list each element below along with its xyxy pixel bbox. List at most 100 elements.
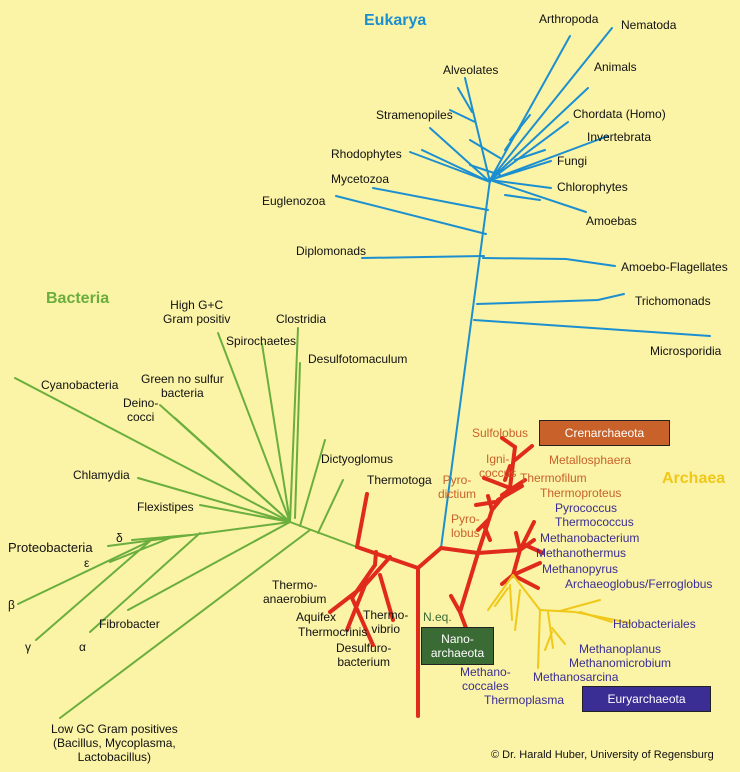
branch-chlorophytes	[489, 179, 552, 189]
label-spirochaetes: Spirochaetes	[226, 334, 297, 348]
branch-diplomonads	[361, 255, 485, 259]
eukarya-trunk	[440, 179, 491, 549]
branch-animals	[489, 87, 589, 181]
label-thermoplasma: Thermoplasma	[484, 693, 565, 707]
label-euglenozoa: Euglenozoa	[262, 194, 326, 208]
branch-chlamydia	[137, 477, 291, 523]
branch-trichomonads	[476, 293, 625, 305]
yellow-thermoplasma	[514, 589, 521, 631]
branch-alveolates	[449, 77, 491, 183]
branch-stramenopiles	[421, 127, 491, 183]
label-thermovibrio: Thermo- vibrio	[363, 608, 409, 636]
label-invertebrata: Invertebrata	[587, 130, 652, 144]
label-pyrococcus: Pyrococcus Thermococcus	[555, 501, 634, 529]
red-sulfolobus	[500, 436, 534, 462]
branch-eukarya-twigs	[469, 114, 546, 201]
branch-dictyoglomus	[299, 439, 326, 527]
branch-low-gc	[59, 529, 311, 719]
yellow-trunk	[512, 574, 631, 624]
label-chlorophytes: Chlorophytes	[557, 180, 628, 194]
label-methanothermus: Methanothermus	[536, 546, 627, 560]
branch-thermotoga	[317, 479, 344, 534]
label-desulfotomaculum: Desulfotomaculum	[308, 352, 408, 366]
red-thermofilum	[496, 478, 527, 502]
branch-arthropoda	[489, 35, 571, 181]
branch-amoebo-flagellates	[482, 257, 616, 267]
label-desulfurobacterium: Desulfuro- bacterium	[336, 641, 392, 669]
branch-deinococci	[174, 417, 291, 523]
label-mycetozoa: Mycetozoa	[331, 172, 390, 186]
label-thermoproteus: Thermoproteus	[540, 486, 622, 500]
yellow-methanoplanus	[544, 611, 566, 651]
label-animals: Animals	[594, 60, 637, 74]
branch-amoebas	[489, 179, 587, 213]
branch-fungi	[489, 160, 552, 181]
red-pyrodictium	[474, 494, 497, 512]
label-chlamydia: Chlamydia	[73, 468, 130, 482]
label-metallosphaera: Metallosphaera	[549, 453, 632, 467]
branch-spirochaetes	[261, 343, 291, 523]
branch-nematoda	[489, 27, 613, 181]
label-methanoplanus: Methanoplanus Methanomicrobium	[569, 642, 672, 670]
label-trichomonads: Trichomonads	[635, 294, 711, 308]
label-dictyoglomus: Dictyoglomus	[321, 452, 394, 466]
red-pyrolobus	[476, 518, 492, 542]
euryarchaeota-box: Euryarchaeota	[582, 686, 711, 712]
label-nanoarchaeum-equitans: N.eq.	[423, 610, 452, 624]
red-root	[355, 545, 443, 570]
label-high-gc: High G+C Gram positiv	[163, 298, 231, 326]
red-branches	[328, 436, 545, 718]
label-fibrobacter: Fibrobacter	[99, 617, 160, 631]
branch-rhodophytes	[409, 151, 491, 183]
label-methanobacterium: Methanobacterium	[540, 531, 640, 545]
branch-proteobacteria	[17, 521, 291, 641]
yellow-methanococcales	[487, 574, 514, 621]
label-pyrolobus: Pyro- lobus	[451, 512, 480, 540]
label-proteobacteria: Proteobacteria	[8, 540, 93, 555]
euryarchaeota-yellow-branches	[487, 574, 631, 669]
eukarya-branches	[335, 27, 711, 549]
branch-euglenozoa	[335, 195, 487, 235]
copyright-notice: © Dr. Harald Huber, University of Regens…	[491, 749, 714, 761]
red-nanoarchaeota	[449, 551, 480, 630]
label-nematoda: Nematoda	[621, 18, 677, 32]
red-thermotoga	[355, 492, 369, 549]
label-arthropoda: Arthropoda	[539, 12, 599, 26]
label-microsporidia: Microsporidia	[650, 344, 722, 358]
label-beta: β	[8, 598, 15, 612]
branch-microsporidia	[473, 319, 711, 337]
label-sulfolobus: Sulfolobus	[472, 426, 529, 440]
branch-clostridia	[289, 327, 299, 523]
label-rhodophytes: Rhodophytes	[331, 147, 402, 161]
label-diplomonads: Diplomonads	[296, 244, 367, 258]
domain-bacteria-title: Bacteria	[46, 290, 110, 307]
branch-mycetozoa	[372, 187, 489, 211]
label-aquifex: Aquifex	[296, 610, 337, 624]
label-chordata: Chordata (Homo)	[573, 107, 666, 121]
label-alpha: α	[79, 640, 86, 654]
label-clostridia: Clostridia	[276, 312, 327, 326]
branch-flexistipes	[199, 504, 291, 523]
yellow-methanosarcina	[537, 609, 541, 669]
branch-high-gc	[217, 332, 291, 523]
branch-fibrobacter	[127, 521, 291, 611]
label-fungi: Fungi	[557, 154, 588, 168]
domain-eukarya-title: Eukarya	[364, 12, 427, 29]
label-gamma: γ	[25, 640, 31, 654]
red-aquifex-node	[328, 550, 395, 647]
label-green-no-sulfur: Green no sulfur bacteria	[141, 372, 224, 400]
label-pyrodictium: Pyro- dictium	[438, 473, 477, 501]
branch-cyanobacteria	[14, 377, 291, 523]
label-ignicoccus: Igni- coccus	[479, 452, 517, 480]
crenarchaeota-box: Crenarchaeota	[539, 420, 670, 446]
label-thermofilum: Thermofilum	[520, 471, 587, 485]
label-thermoanaerobium: Thermo- anaerobium	[263, 578, 327, 606]
yellow-halobacteriales	[559, 599, 613, 623]
bacteria-branches	[14, 327, 358, 719]
label-alveolates: Alveolates	[443, 63, 499, 77]
branch-invertebrata	[489, 135, 609, 181]
label-methanosarcina: Methanosarcina	[533, 670, 619, 684]
label-low-gc: Low GC Gram positives (Bacillus, Mycopla…	[51, 722, 178, 764]
